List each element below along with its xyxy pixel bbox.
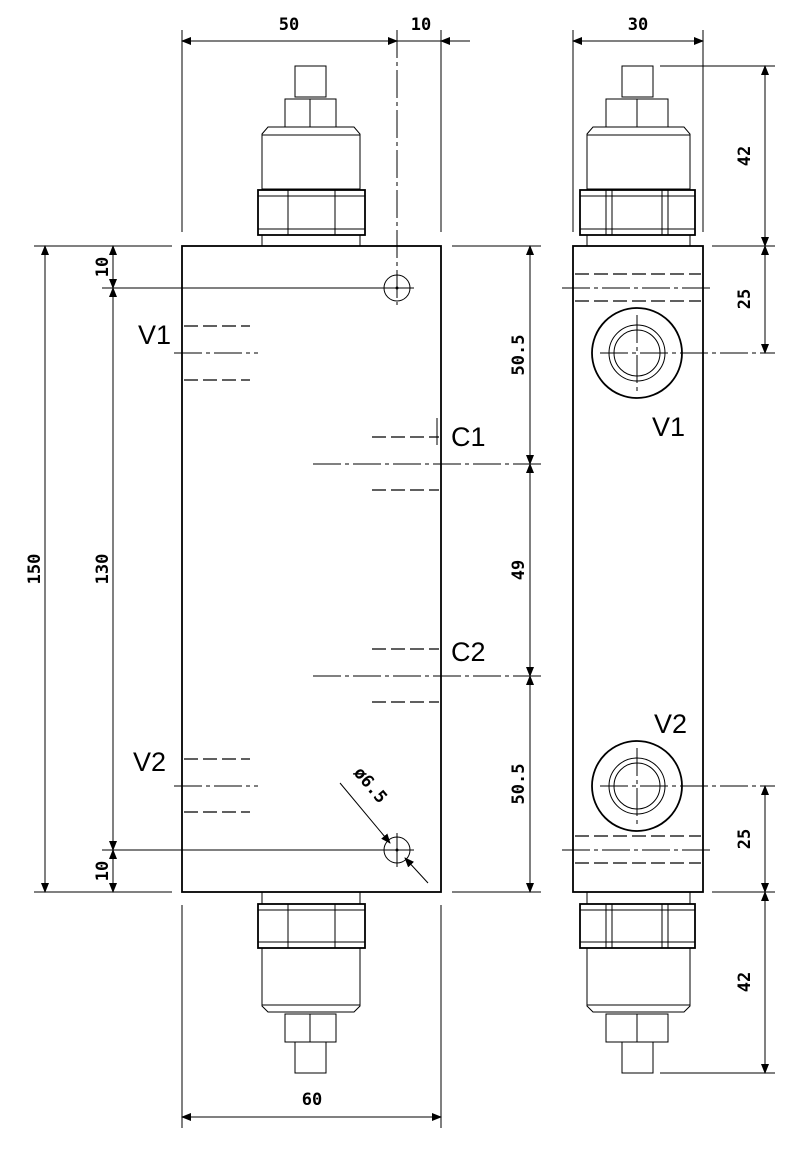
front-bottom-cartridge — [257, 891, 366, 1074]
side-top-cartridge — [579, 65, 696, 247]
dim-right-middle: 49 — [509, 463, 534, 677]
label-front-bottom-margin: 10 — [93, 861, 113, 881]
port-c1-lines — [313, 418, 541, 491]
front-valve-body — [181, 245, 442, 893]
side-extension-lines — [572, 30, 775, 1074]
label-side-cap-bottom: 42 — [735, 972, 755, 992]
label-port-v2-front: V2 — [133, 747, 166, 777]
front-mounting-hole-top — [380, 30, 414, 305]
label-front-port-spacing: 130 — [93, 554, 113, 585]
port-v1-side — [591, 307, 775, 399]
label-port-c2: C2 — [451, 637, 486, 667]
label-right-upper: 50.5 — [509, 335, 529, 376]
dim-hole-diameter: ø6.5 — [339, 763, 429, 884]
side-view: 30 42 25 25 42 V1 V2 — [562, 15, 775, 1074]
dim-front-total-height: 150 — [25, 245, 49, 893]
dim-side-port-top: 25 — [735, 245, 769, 354]
side-hole-lines-top — [562, 273, 714, 302]
label-front-top-margin: 10 — [93, 257, 113, 277]
label-front-bottom-width: 60 — [302, 1090, 322, 1110]
port-v2-side — [591, 740, 775, 832]
dim-front-port-spacing: 130 — [93, 287, 117, 851]
label-port-v1-front: V1 — [138, 320, 171, 350]
side-hole-lines-bottom — [562, 835, 714, 864]
label-side-cap-top: 42 — [735, 146, 755, 166]
front-top-cartridge — [257, 65, 366, 247]
dim-front-top-width: 50 — [181, 15, 398, 45]
port-c2-lines — [313, 648, 541, 703]
dim-front-bottom-margin: 10 — [93, 849, 117, 893]
dim-side-cap-bottom: 42 — [735, 891, 769, 1074]
label-port-c1: C1 — [451, 422, 486, 452]
label-front-top-offset: 10 — [411, 15, 431, 35]
label-port-v2-side: V2 — [654, 709, 687, 739]
dim-side-top-width: 30 — [572, 15, 704, 45]
label-side-port-bottom: 25 — [735, 829, 755, 849]
dim-front-bottom-width: 60 — [181, 1090, 442, 1121]
dim-side-cap-top: 42 — [735, 65, 769, 247]
label-right-lower: 50.5 — [509, 764, 529, 805]
dim-front-top-margin: 10 — [93, 245, 117, 289]
dim-side-port-bottom: 25 — [735, 785, 769, 893]
label-right-middle: 49 — [509, 560, 529, 580]
port-v1-front-lines — [174, 325, 258, 381]
label-port-v1-side: V1 — [652, 412, 685, 442]
label-side-port-top: 25 — [735, 289, 755, 309]
label-front-total-height: 150 — [25, 554, 45, 585]
label-side-top-width: 30 — [628, 15, 648, 35]
dim-right-lower: 50.5 — [509, 675, 534, 893]
label-front-top-width: 50 — [279, 15, 299, 35]
dim-right-upper: 50.5 — [509, 245, 534, 465]
dim-front-top-offset: 10 — [397, 15, 470, 45]
side-bottom-cartridge — [579, 891, 696, 1074]
front-view: 50 10 150 130 10 10 50.5 — [25, 15, 541, 1128]
port-v2-front-lines — [174, 758, 258, 813]
